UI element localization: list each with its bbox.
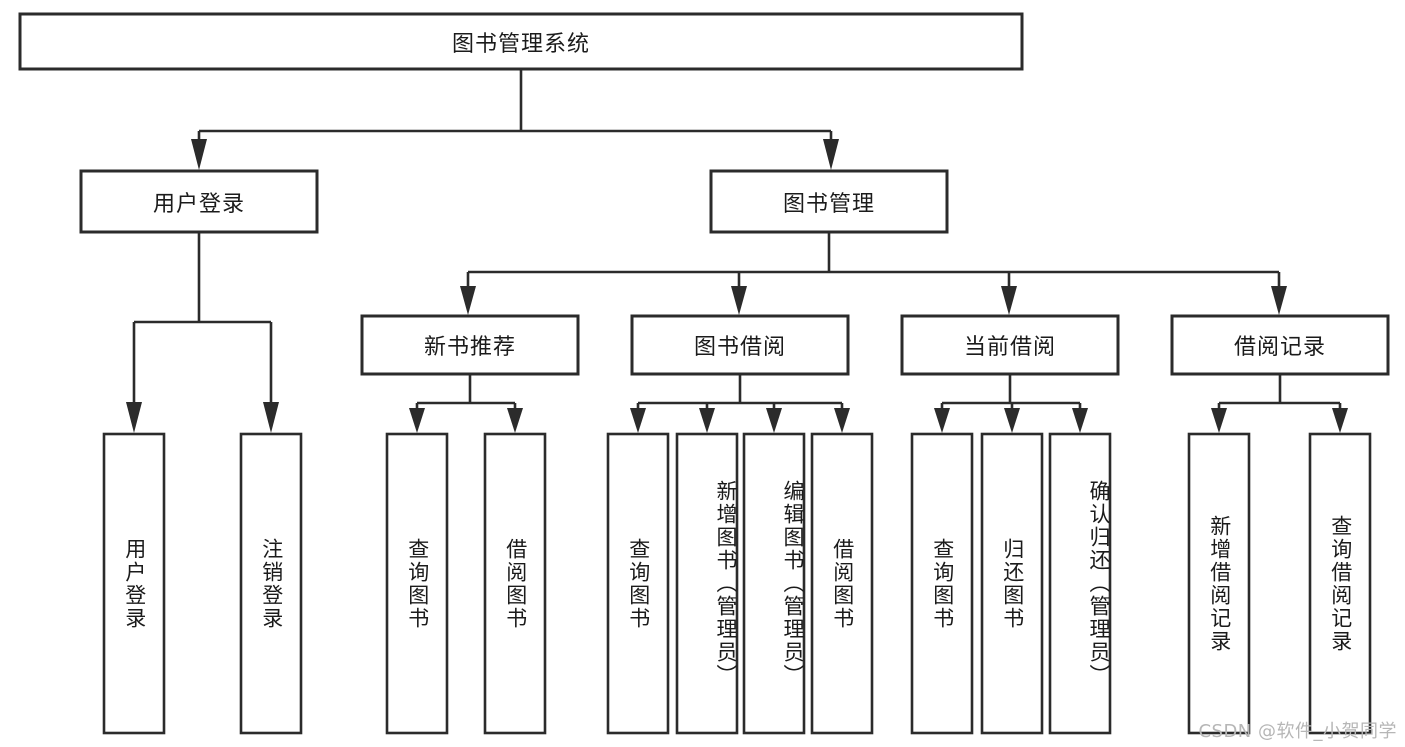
node-box-leaf-logout-login[interactable]	[239, 432, 303, 735]
node-box-new-book-recommend[interactable]	[360, 314, 580, 376]
arrow-to-leaf-query-record	[1332, 408, 1348, 433]
arrow-to-leaf-logout-login	[263, 402, 279, 433]
arrow-to-leaf-query-book-3	[934, 408, 950, 433]
node-box-user-login[interactable]	[79, 169, 319, 234]
node-box-leaf-borrow-book-2[interactable]	[810, 432, 874, 735]
node-box-leaf-add-record[interactable]	[1187, 432, 1251, 735]
arrow-to-new-book-recommend	[460, 286, 476, 315]
arrow-to-leaf-borrow-book-2	[834, 408, 850, 433]
node-box-current-borrow[interactable]	[900, 314, 1120, 376]
csdn-watermark: CSDN @软件_小贺同学	[1198, 721, 1397, 742]
arrow-to-leaf-confirm-return	[1072, 408, 1088, 433]
arrow-to-leaf-edit-book	[766, 408, 782, 433]
node-box-borrow-record[interactable]	[1170, 314, 1390, 376]
arrow-to-leaf-return-book	[1004, 408, 1020, 433]
arrow-to-borrow-record	[1271, 286, 1287, 315]
node-box-leaf-return-book[interactable]	[980, 432, 1044, 735]
node-box-root[interactable]	[18, 12, 1024, 71]
arrow-to-current-borrow	[1001, 286, 1017, 315]
arrow-to-leaf-add-record	[1211, 408, 1227, 433]
node-box-leaf-query-book-3[interactable]	[910, 432, 974, 735]
arrow-to-book-borrow	[731, 286, 747, 315]
node-box-leaf-query-book-2[interactable]	[606, 432, 670, 735]
arrow-to-book-manage	[823, 139, 839, 170]
node-box-leaf-add-book[interactable]	[675, 432, 739, 735]
node-box-leaf-user-login[interactable]	[102, 432, 166, 735]
arrow-to-leaf-query-book-2	[630, 408, 646, 433]
node-box-leaf-query-book-1[interactable]	[385, 432, 449, 735]
arrow-to-leaf-user-login	[126, 402, 142, 433]
node-box-leaf-query-record[interactable]	[1308, 432, 1372, 735]
node-box-book-manage[interactable]	[709, 169, 949, 234]
arrow-to-leaf-add-book	[699, 408, 715, 433]
node-box-leaf-borrow-book-1[interactable]	[483, 432, 547, 735]
arrow-to-leaf-borrow-book-1	[507, 408, 523, 433]
node-box-leaf-edit-book[interactable]	[742, 432, 806, 735]
arrow-to-leaf-query-book-1	[409, 408, 425, 433]
node-box-book-borrow[interactable]	[630, 314, 850, 376]
arrow-to-user-login	[191, 139, 207, 170]
node-box-leaf-confirm-return[interactable]	[1048, 432, 1112, 735]
